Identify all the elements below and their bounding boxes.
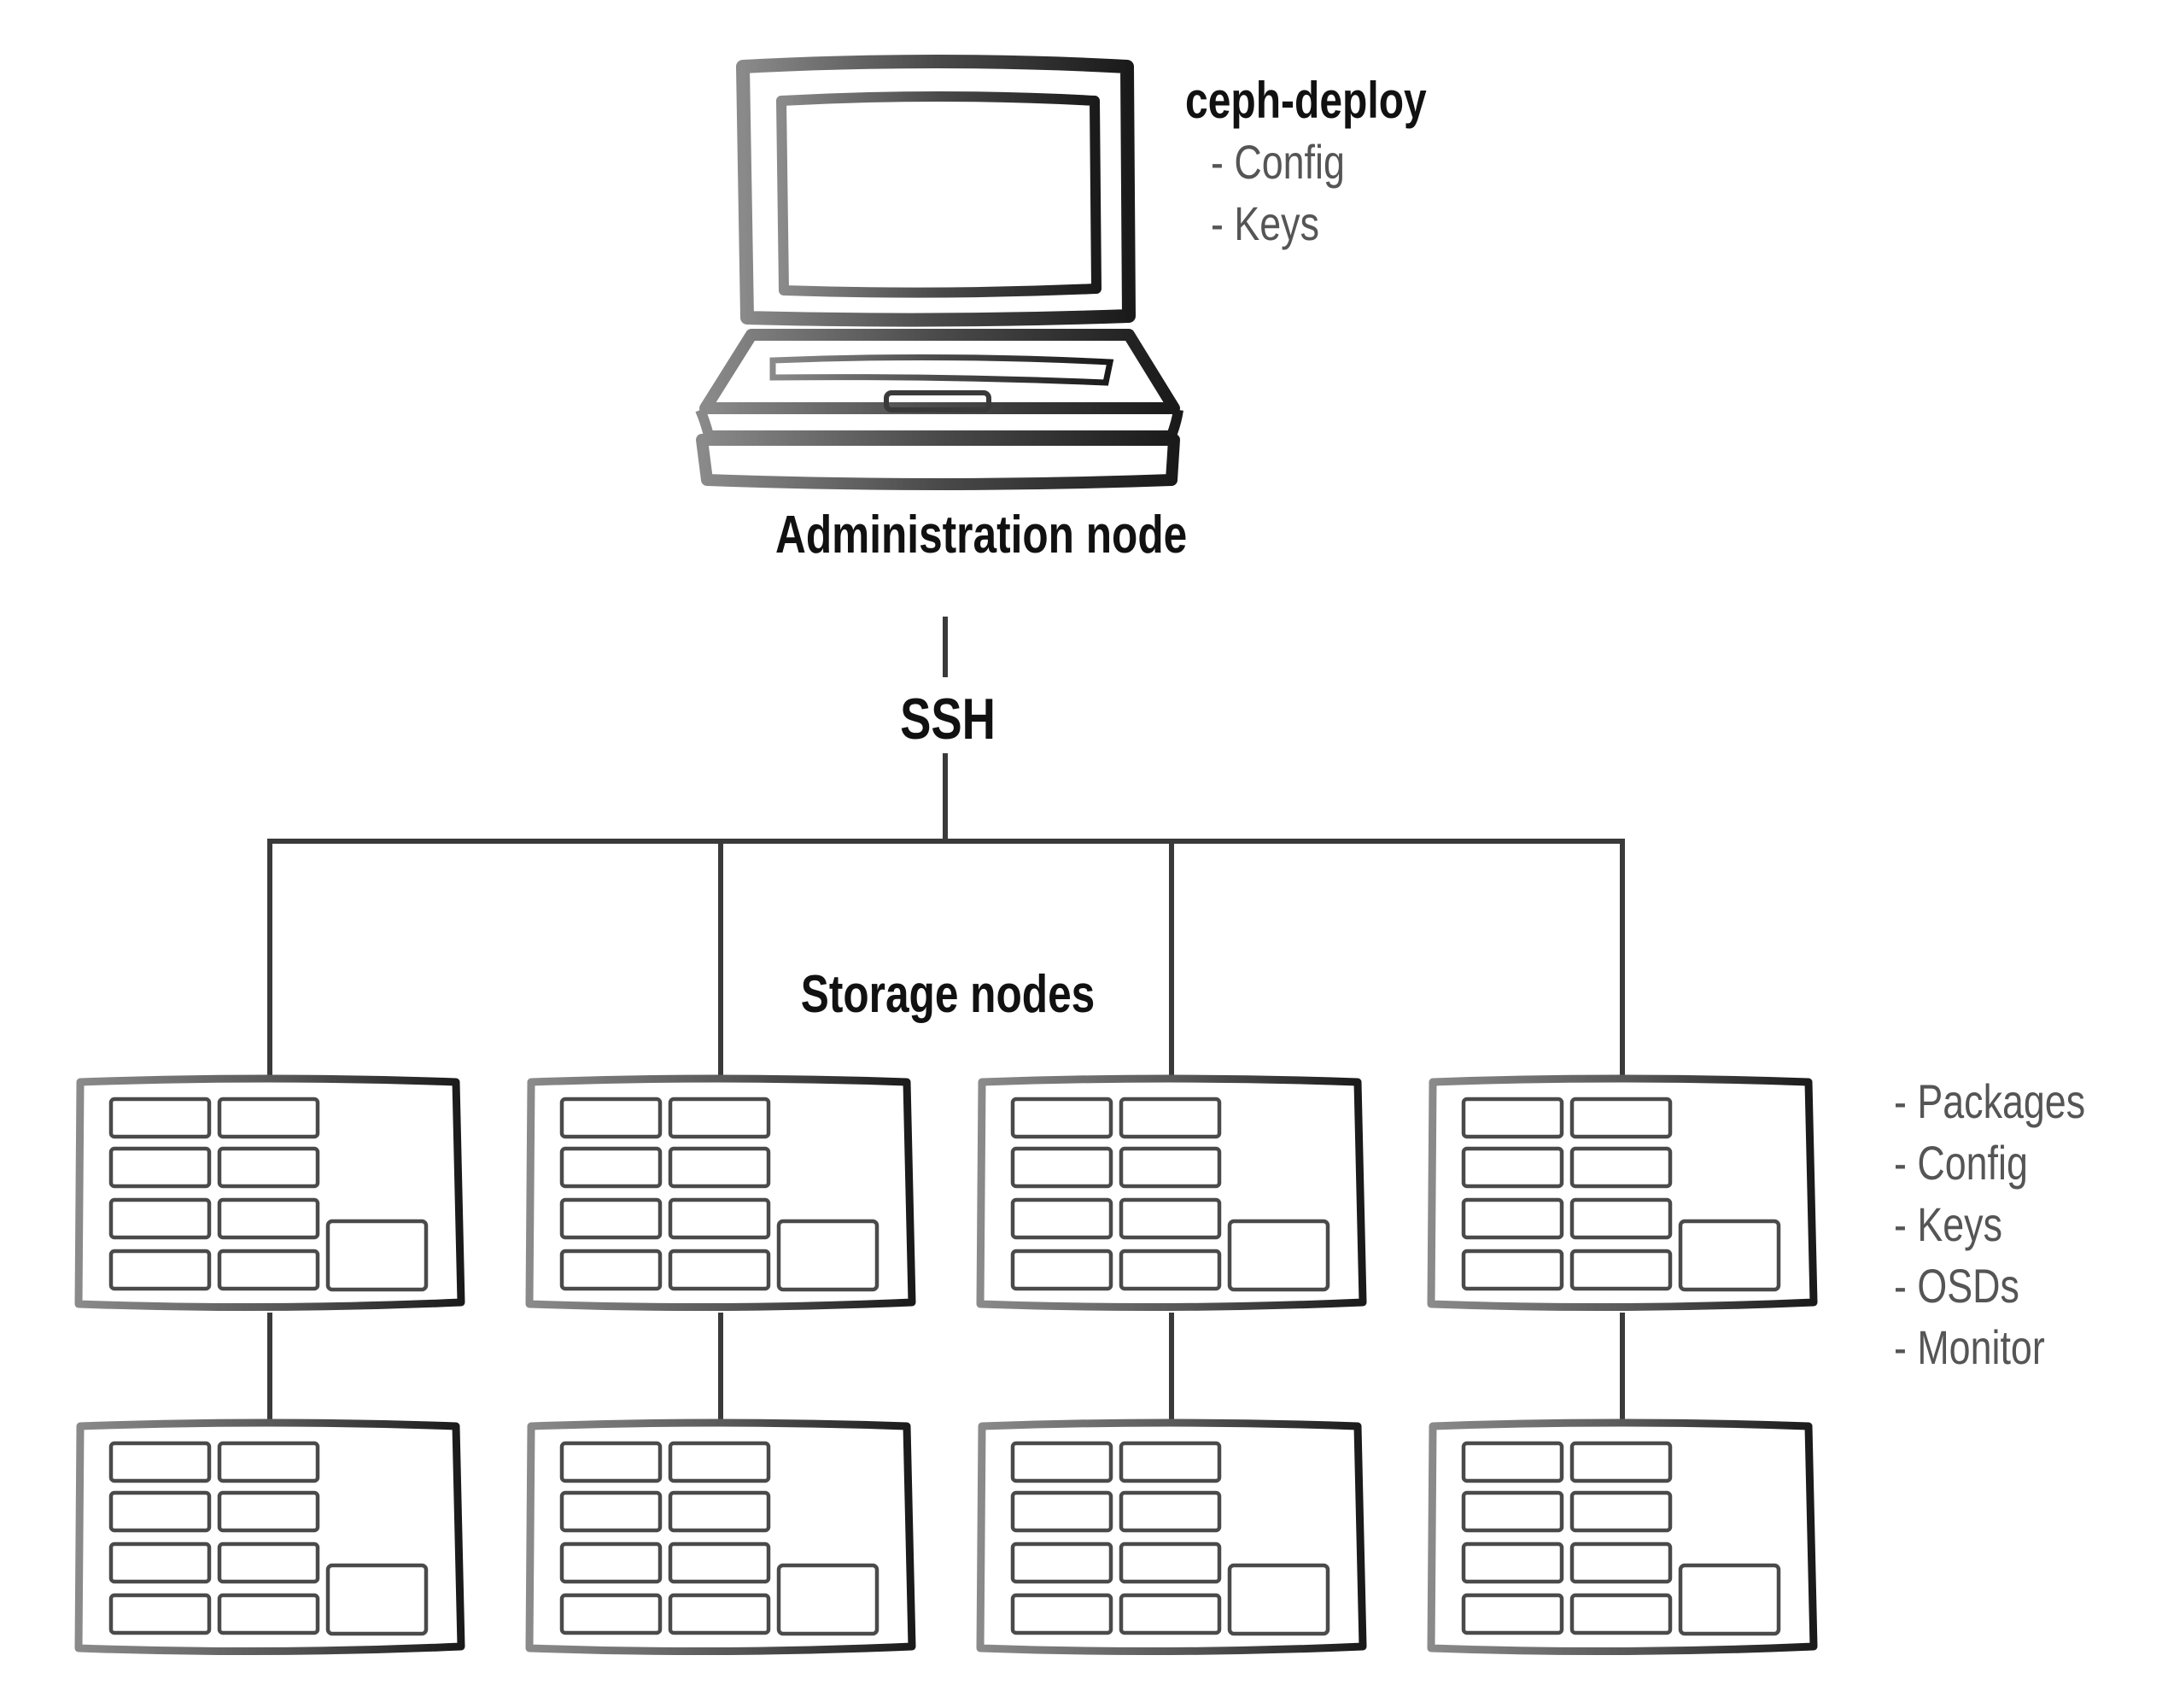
storage-item-config: - Config — [1894, 1136, 2028, 1190]
server-icon — [1431, 1423, 1814, 1652]
server-icon — [529, 1423, 912, 1652]
server-icon — [79, 1079, 461, 1307]
connection-lines — [267, 617, 1625, 1420]
storage-nodes-grid — [79, 1079, 1814, 1652]
storage-nodes-label: Storage nodes — [800, 965, 1096, 1024]
storage-item-monitor: - Monitor — [1894, 1320, 2045, 1374]
server-icon — [980, 1079, 1363, 1307]
tool-name: ceph-deploy — [1185, 72, 1427, 129]
storage-item-packages: - Packages — [1894, 1074, 2086, 1128]
storage-item-keys: - Keys — [1894, 1197, 2002, 1251]
ssh-label: SSH — [900, 687, 996, 752]
tool-item-config: - Config — [1211, 135, 1345, 189]
server-icon — [980, 1423, 1363, 1652]
storage-item-osds: - OSDs — [1894, 1259, 2019, 1313]
tool-item-keys: - Keys — [1211, 196, 1319, 250]
server-icon — [79, 1423, 461, 1652]
admin-node-label: Administration node — [775, 506, 1188, 564]
server-icon — [1431, 1079, 1814, 1307]
laptop-icon — [695, 55, 1183, 490]
server-icon — [529, 1079, 912, 1307]
